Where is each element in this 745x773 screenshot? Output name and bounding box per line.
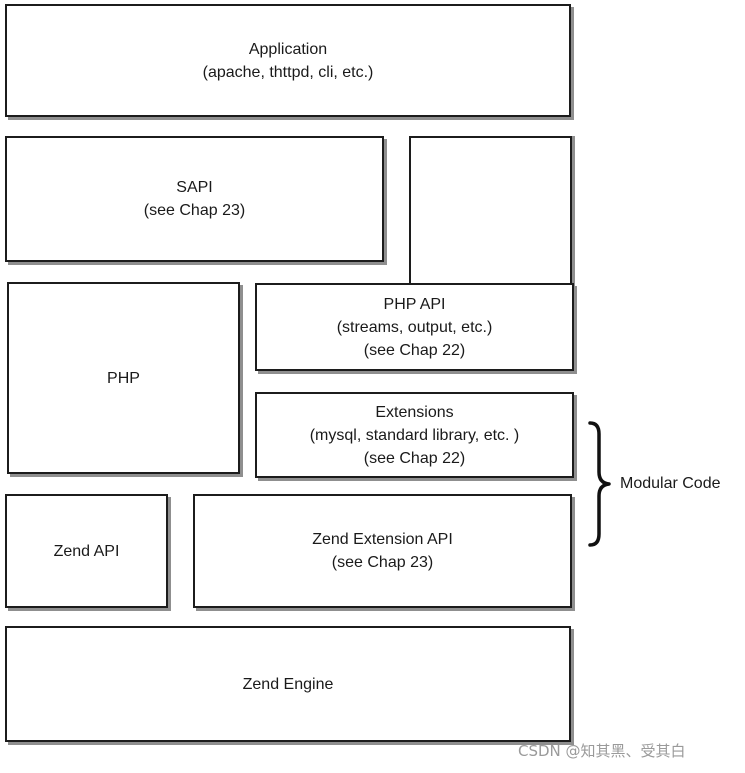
extensions-note: (see Chap 22) [363, 449, 466, 467]
empty-layer-block [409, 136, 572, 288]
php-title: PHP [107, 369, 140, 387]
modular-code-label: Modular Code [620, 475, 721, 492]
php-api-layer: PHP API (streams, output, etc.) (see Cha… [255, 283, 574, 371]
application-layer: Application (apache, thttpd, cli, etc.) [5, 4, 571, 117]
application-subtitle: (apache, thttpd, cli, etc.) [202, 63, 374, 81]
sapi-title: SAPI [176, 179, 213, 196]
zend-engine-title: Zend Engine [242, 675, 334, 693]
sapi-subtitle: (see Chap 23) [143, 202, 246, 219]
extensions-subtitle: (mysql, standard library, etc. ) [309, 426, 520, 444]
zend-extension-api-layer: Zend Extension API (see Chap 23) [193, 494, 572, 608]
curly-brace-icon [588, 421, 611, 547]
php-api-note: (see Chap 22) [363, 341, 466, 359]
php-layer: PHP [7, 282, 240, 474]
zend-api-layer: Zend API [5, 494, 168, 608]
php-api-title: PHP API [383, 295, 446, 313]
zend-api-title: Zend API [53, 542, 120, 560]
watermark: CSDN @知其黑、受其白 [518, 742, 686, 760]
application-title: Application [248, 40, 328, 58]
php-api-subtitle: (streams, output, etc.) [336, 318, 493, 336]
zend-extension-api-subtitle: (see Chap 23) [331, 554, 434, 571]
sapi-layer: SAPI (see Chap 23) [5, 136, 384, 262]
zend-extension-api-title: Zend Extension API [312, 531, 453, 548]
extensions-layer: Extensions (mysql, standard library, etc… [255, 392, 574, 478]
zend-engine-layer: Zend Engine [5, 626, 571, 742]
extensions-title: Extensions [375, 403, 454, 421]
